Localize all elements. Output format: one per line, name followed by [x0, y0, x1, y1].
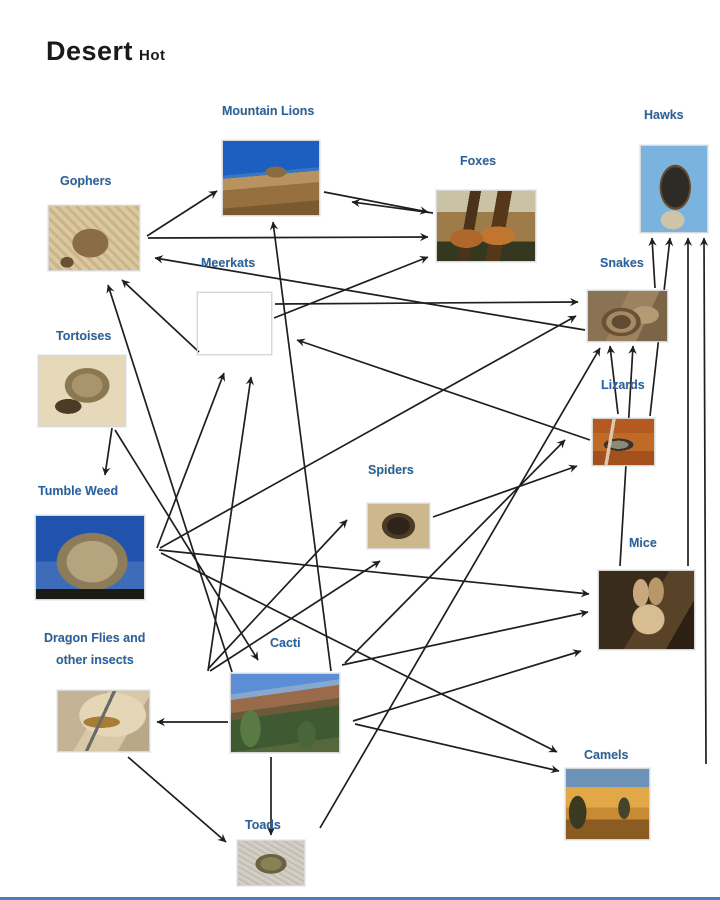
spider-photo	[367, 503, 430, 549]
arrow-cacti-to-mountain-lions	[269, 221, 332, 672]
arrow-dragonflies-to-spiders	[209, 560, 381, 672]
arrow-foxes-to-mountain-lions	[351, 198, 434, 214]
spiders-label: Spiders	[368, 463, 414, 477]
page-bottom-edge	[0, 897, 720, 900]
snake-photo	[587, 290, 668, 342]
mountain-lions-photo	[222, 140, 320, 216]
foxes-photo	[436, 190, 536, 262]
arrow-toads-to-snakes	[319, 347, 601, 829]
arrow-tumbleweed-to-mice	[158, 549, 590, 598]
arrow-spiders-to-lizards	[432, 464, 578, 518]
arrow-cacti-to-mice	[352, 649, 582, 722]
arrow-meerkats-to-snakes	[274, 297, 579, 307]
lizards-label: Lizards	[601, 378, 645, 392]
cacti-label: Cacti	[270, 636, 301, 650]
arrow-lizards-to-meerkats	[296, 338, 591, 441]
page-title: Desert Hot	[46, 36, 166, 67]
tumbleweed-photo	[35, 515, 145, 600]
arrow-gophers-to-foxes	[147, 232, 429, 242]
arrow-snakes-to-hawks	[648, 237, 657, 289]
arrow-dragonflies-to-toads	[127, 756, 227, 843]
mountain-lions-label: Mountain Lions	[222, 104, 315, 118]
arrow-camels-to-hawks	[699, 237, 709, 765]
meerkats-label: Meerkats	[201, 256, 256, 270]
tumbleweed-label: Tumble Weed	[38, 484, 119, 498]
arrow-mountain-lions-to-foxes	[323, 191, 429, 215]
dragonflies-label: Dragon Flies and	[44, 631, 146, 645]
tortoise-photo	[38, 355, 126, 427]
cacti-photo	[230, 673, 340, 753]
toad-photo	[237, 840, 305, 886]
camels-photo	[565, 768, 650, 840]
arrow-tumbleweed-to-camels	[160, 552, 558, 753]
camels-label: Camels	[584, 748, 629, 762]
dragonflies-label-line2: other insects	[56, 653, 134, 667]
page-title-text: Desert	[46, 36, 134, 66]
gopher-photo	[48, 205, 140, 271]
mouse-photo	[598, 570, 695, 650]
foxes-label: Foxes	[460, 154, 497, 168]
snakes-label: Snakes	[600, 256, 644, 270]
arrow-meerkats-to-gophers	[121, 279, 200, 353]
arrow-cacti-to-camels	[354, 723, 560, 774]
arrow-tortoises-to-tumbleweed	[102, 427, 113, 476]
hawk-photo	[640, 145, 708, 233]
meerkats-photo	[197, 292, 272, 355]
dragonfly-photo	[57, 690, 150, 752]
toads-label: Toads	[245, 818, 281, 832]
arrow-gophers-to-mountain-lions	[146, 190, 218, 237]
tortoises-label: Tortoises	[56, 329, 112, 343]
hawks-label: Hawks	[644, 108, 684, 122]
lizard-photo	[592, 418, 655, 466]
arrow-dragonflies-to-meerkats	[207, 376, 254, 672]
arrow-meerkats-to-foxes	[273, 256, 429, 319]
arrow-cacti-to-mice	[341, 609, 589, 666]
gophers-label: Gophers	[60, 174, 112, 188]
mice-label: Mice	[629, 536, 657, 550]
arrow-tumbleweed-to-meerkats	[156, 372, 226, 549]
page-subtitle: Hot	[139, 47, 166, 64]
